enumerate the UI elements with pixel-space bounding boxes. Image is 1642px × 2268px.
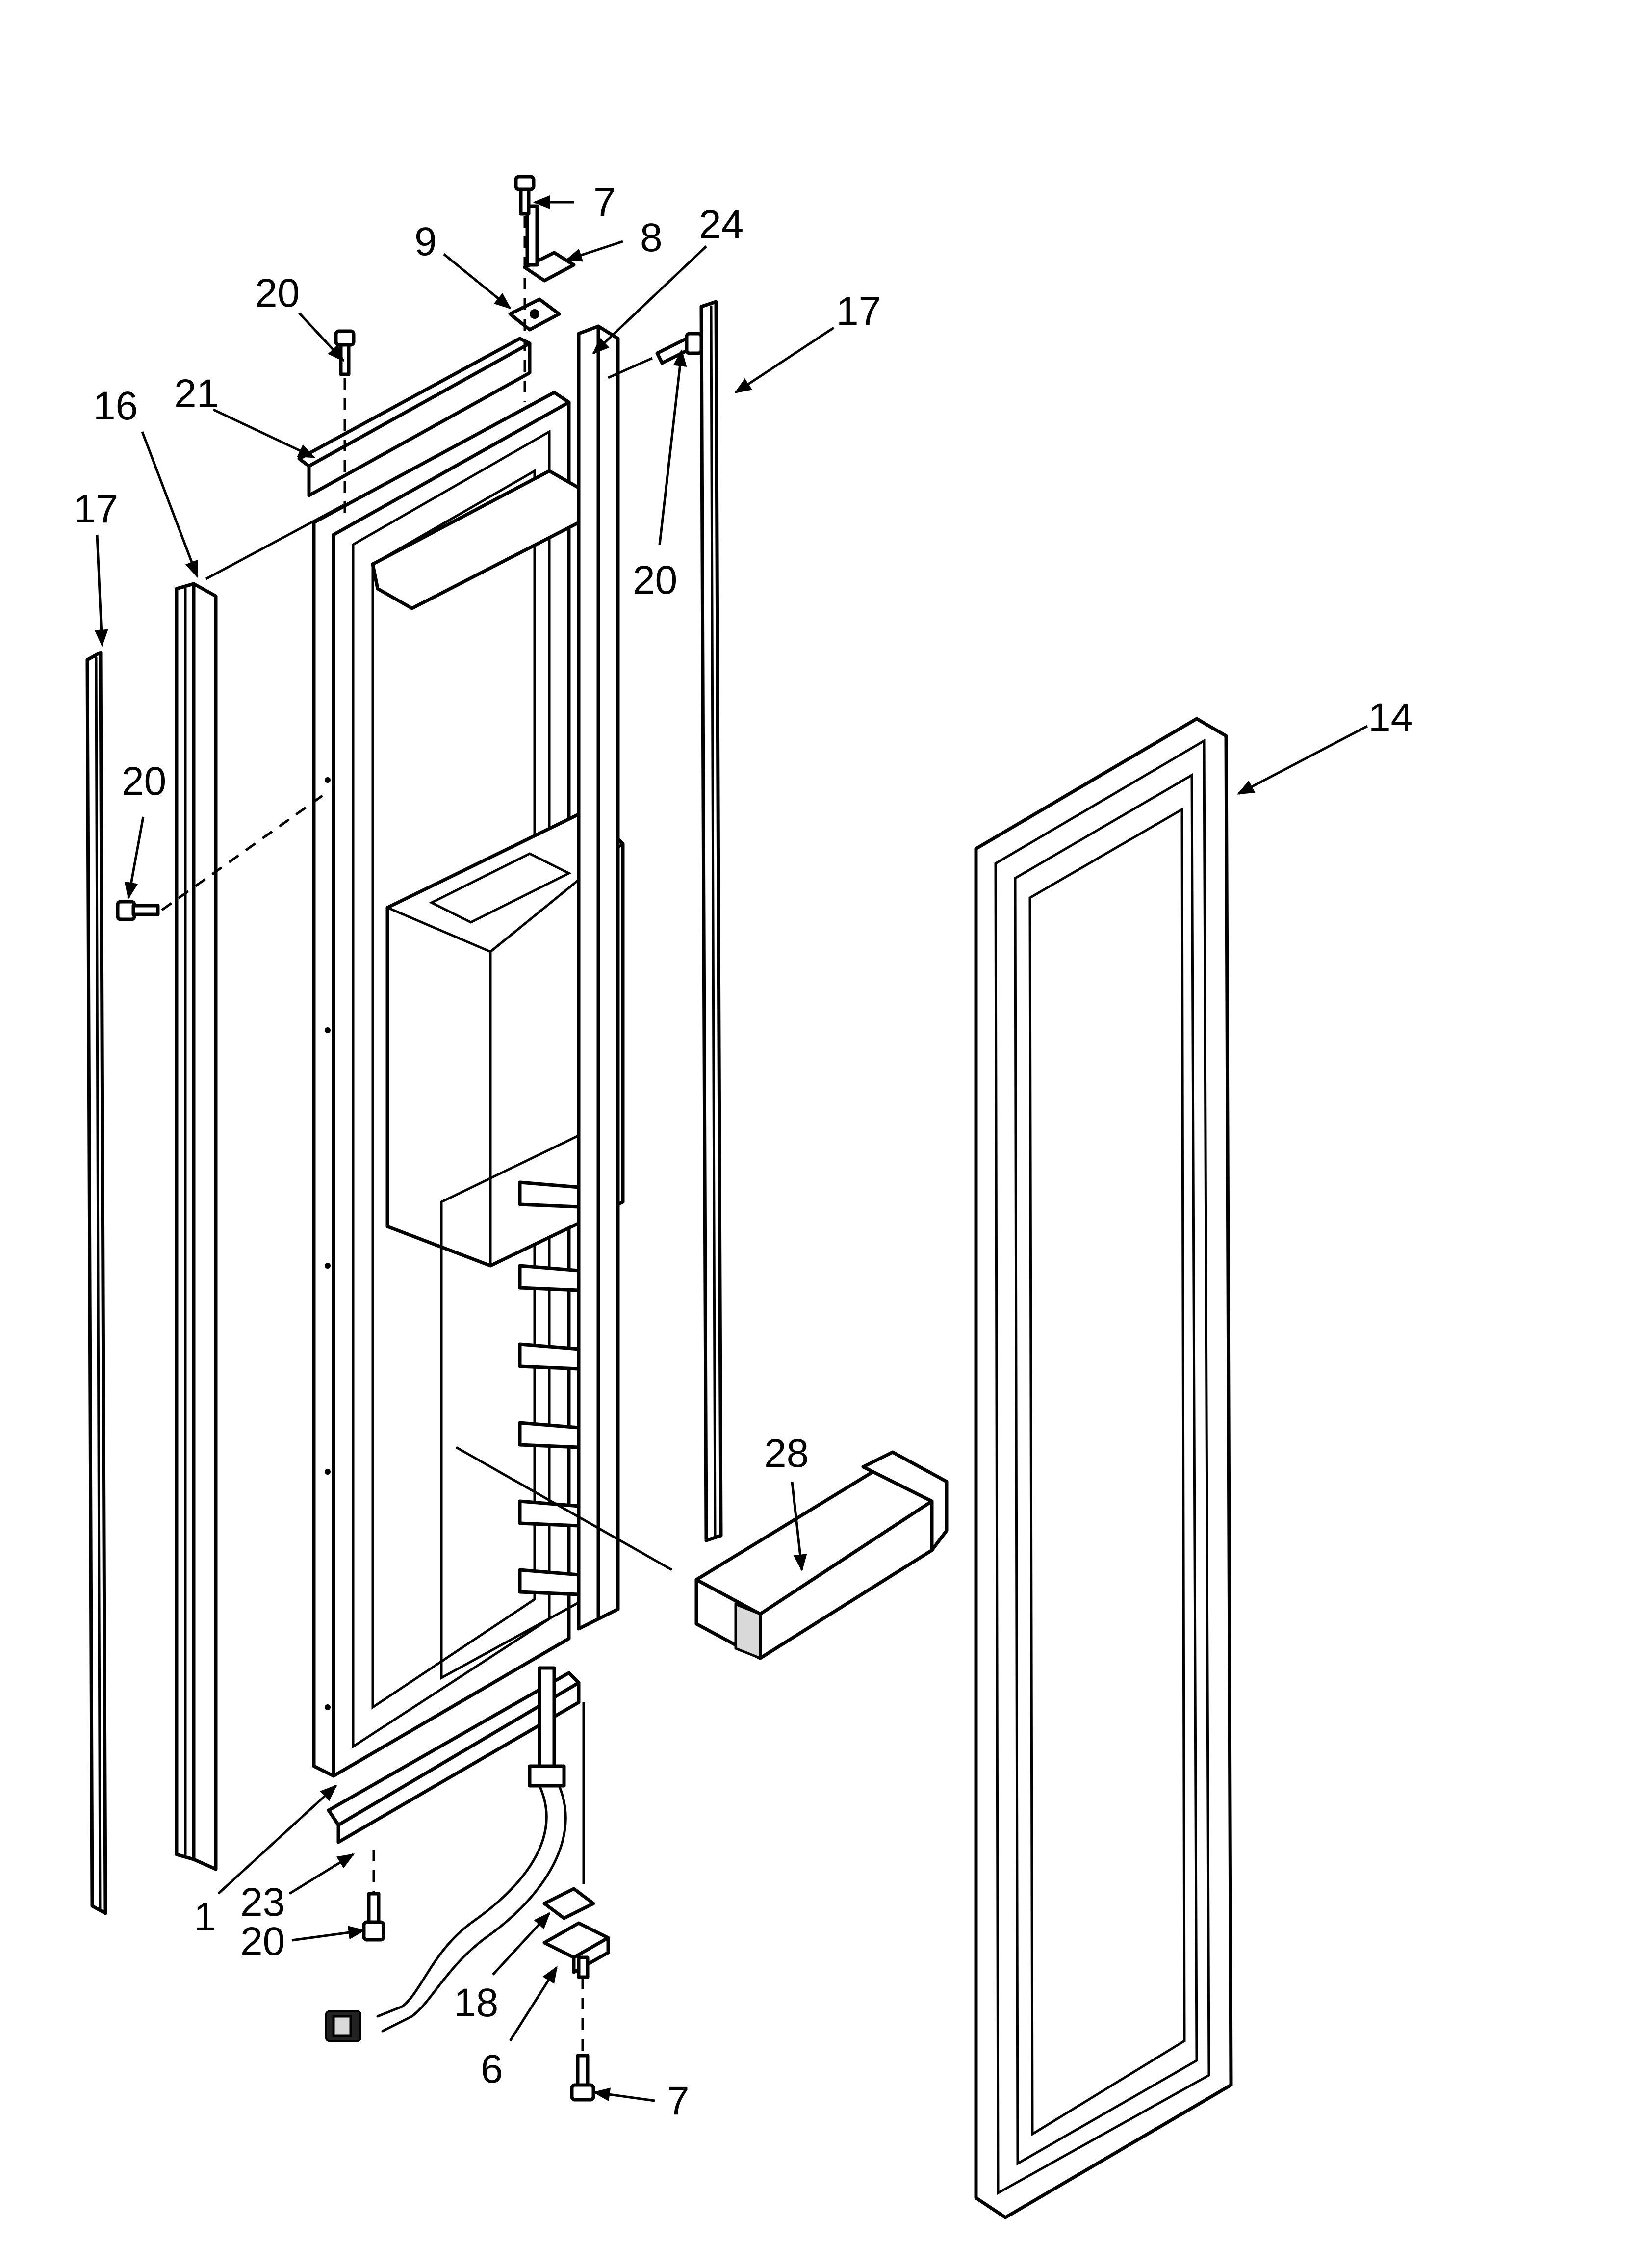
callout-9: 9	[414, 219, 437, 264]
callout-20-right: 20	[633, 558, 677, 602]
part-18-plate	[542, 1887, 595, 1920]
callout-arrows	[94, 195, 1368, 2102]
callout-20-bottom: 20	[240, 1919, 285, 1964]
wire-connector	[325, 2010, 361, 2042]
part-20-right-screw	[655, 332, 703, 365]
part-17-left-trim-strip	[85, 651, 107, 1915]
callout-20-left: 20	[122, 759, 166, 804]
callout-17-right: 17	[836, 289, 881, 334]
callout-7-top: 7	[593, 180, 616, 225]
callout-21: 21	[174, 371, 219, 416]
callout-14: 14	[1368, 695, 1413, 740]
part-28-door-bin	[694, 1450, 949, 1660]
callout-8: 8	[640, 215, 663, 260]
callout-24: 24	[699, 202, 744, 247]
callout-20-top: 20	[255, 271, 300, 315]
part-20-top-screw	[334, 329, 356, 376]
part-7-top-screw	[514, 175, 536, 216]
part-7-bottom-screw	[570, 2054, 595, 2102]
part-14-door-gasket	[974, 717, 1233, 2219]
callout-23: 23	[240, 1880, 285, 1925]
callout-17-left: 17	[74, 487, 118, 531]
part-16-left-channel	[175, 582, 218, 1871]
callout-1: 1	[194, 1895, 216, 1939]
part-8-hinge	[523, 204, 576, 283]
part-17-right-trim-strip	[699, 300, 723, 1542]
part-24-right-channel	[577, 324, 620, 1631]
part-21-top-bracket	[297, 337, 532, 497]
part-20-left-screw	[116, 900, 160, 921]
part-23-bottom-bracket	[327, 1671, 581, 1844]
water-tube	[376, 1666, 567, 2033]
part-20-bottom-screw	[362, 1892, 385, 1942]
callout-16: 16	[93, 384, 138, 428]
part-6-bottom-hinge	[542, 1921, 610, 1979]
assembly-lines	[161, 216, 673, 2056]
callout-28: 28	[764, 1431, 809, 1476]
callout-18: 18	[454, 1981, 498, 2025]
callout-7-bottom: 7	[667, 2079, 690, 2123]
liner-screw-holes	[325, 777, 331, 1710]
callout-6: 6	[481, 2047, 503, 2091]
callout-labels: 7 8 9 24 17 20 21 16 17 20 20 14 28 1 23…	[74, 180, 1413, 2123]
part-9-hinge-plate	[508, 297, 561, 332]
part-1-door-liner	[312, 391, 625, 1778]
